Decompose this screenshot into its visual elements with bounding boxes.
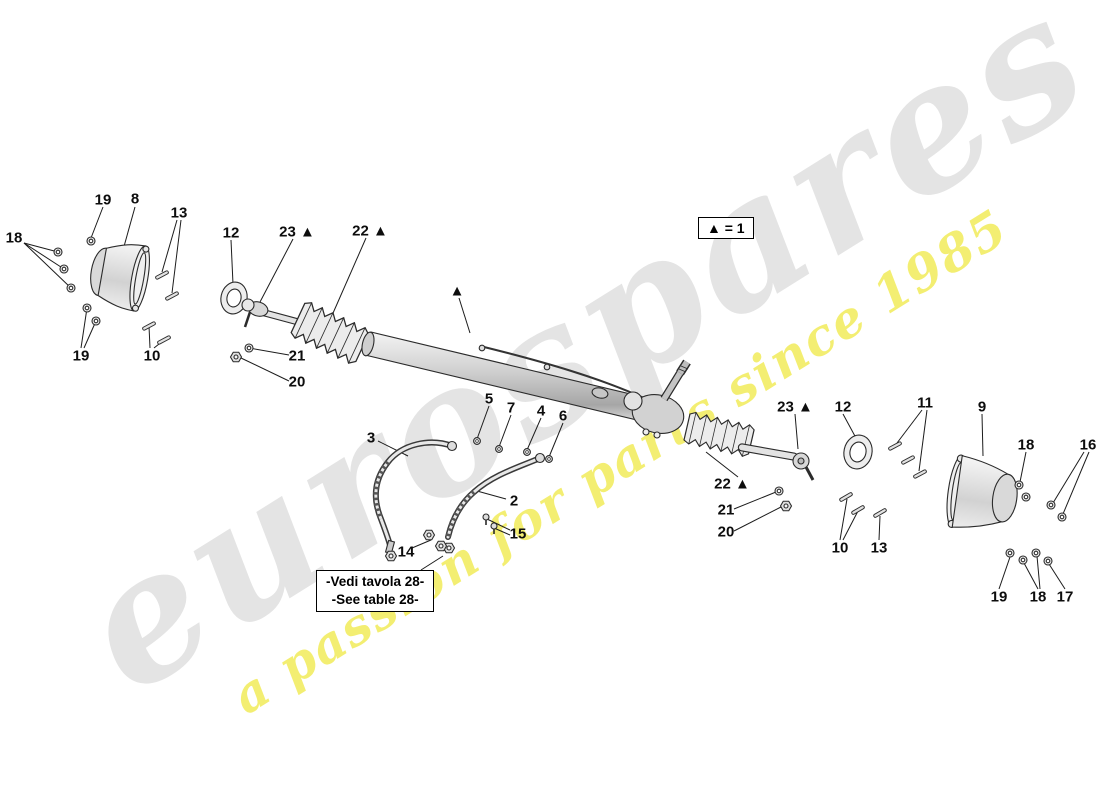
callout-4: 4 [536, 402, 546, 420]
note-line-english: -See table 28- [331, 592, 419, 608]
callout-20: 20 [288, 373, 306, 391]
callout-9: 9 [977, 398, 987, 416]
part-return-pipe [442, 452, 546, 554]
part-bellows-left [289, 299, 372, 367]
callout-6: 6 [558, 407, 568, 425]
callout-17: 17 [1056, 588, 1074, 606]
part-right-cover [946, 454, 1018, 528]
part-tie-rod-end-left [229, 298, 302, 363]
callout-22: 22 ▲ [352, 222, 388, 240]
callout-13: 13 [870, 539, 888, 557]
callout-23: 23 ▲ [279, 223, 315, 241]
callout-19: 19 [72, 347, 90, 365]
callout-12: 12 [834, 398, 852, 416]
callout-22: 22 ▲ [714, 475, 750, 493]
callout-18: 18 [5, 229, 23, 247]
part-left-cover [90, 244, 150, 312]
part-seal-ring-left [220, 281, 248, 315]
callout-18: 18 [1029, 588, 1047, 606]
part-transfer-pipe [478, 344, 647, 400]
part-feed-pipe [372, 439, 458, 562]
callout-16: 16 [1079, 436, 1097, 454]
part-valve-housing [623, 359, 691, 439]
legend-box: ▲ = 1 [698, 217, 754, 239]
callout-7: 7 [506, 399, 516, 417]
callout-19: 19 [990, 588, 1008, 606]
callout-15: 15 [509, 525, 527, 543]
callout-18: 18 [1017, 436, 1035, 454]
note-line-italian: -Vedi tavola 28- [326, 574, 425, 589]
callout-3: 3 [366, 429, 376, 447]
callout-11: 11 [917, 394, 933, 412]
leader-lines [23, 206, 1090, 590]
callout-13: 13 [170, 204, 188, 222]
callout-21: 21 [717, 501, 735, 519]
callout-5: 5 [484, 390, 494, 408]
callout-12: 12 [222, 224, 240, 242]
legend-text: ▲ = 1 [707, 220, 745, 236]
callout-triangle: ▲ [449, 282, 465, 300]
callout-14: 14 [397, 543, 415, 561]
callout-21: 21 [288, 347, 306, 365]
callout-23: 23 ▲ [777, 398, 813, 416]
callout-8: 8 [130, 190, 140, 208]
callout-10: 10 [143, 347, 161, 365]
callout-19: 19 [94, 191, 112, 209]
part-tie-rod-right [737, 443, 815, 512]
callout-2: 2 [509, 492, 519, 510]
note-box: -Vedi tavola 28- -See table 28- [316, 570, 435, 613]
part-seal-ring-right [843, 434, 873, 470]
callout-10: 10 [831, 539, 849, 557]
callout-20: 20 [717, 523, 735, 541]
part-bellows-right [682, 410, 756, 459]
